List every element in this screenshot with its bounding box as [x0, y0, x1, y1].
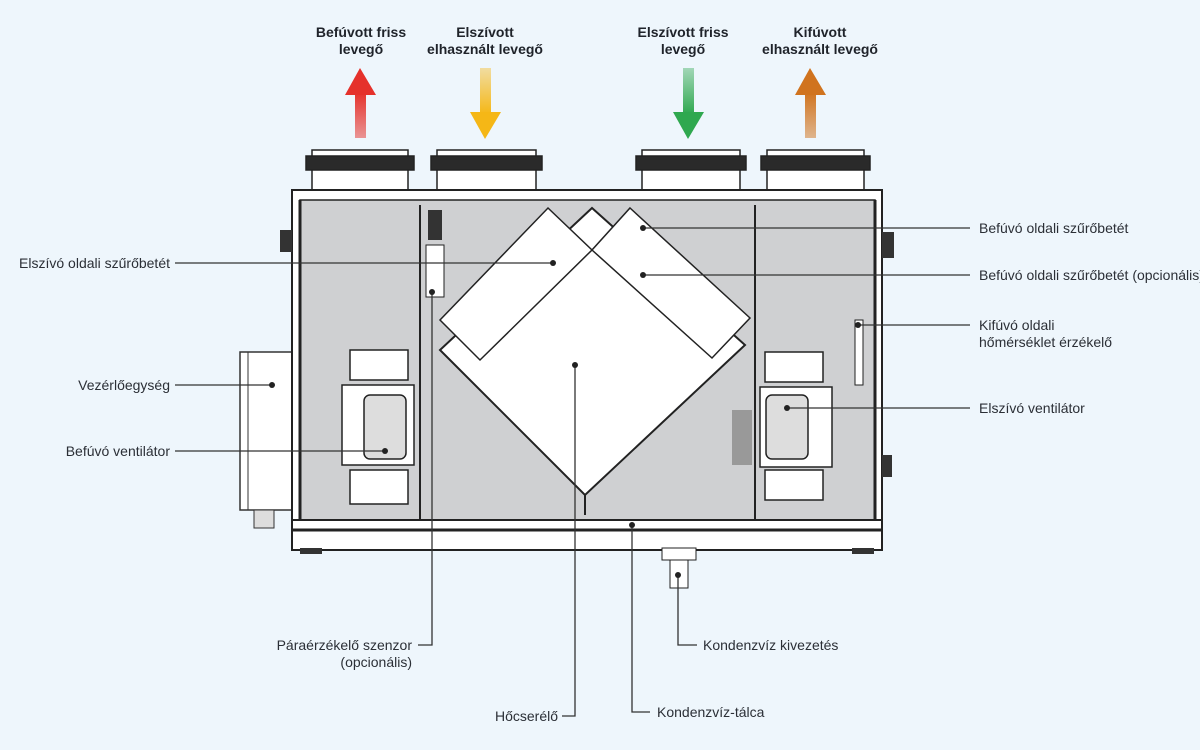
label-humidity-sensor: Páraérzékelő szenzor(opcionális) [277, 637, 412, 671]
exhaust-fan [759, 351, 833, 501]
label-exhaust-fan: Elszívó ventilátor [979, 400, 1085, 416]
label-line: Kifúvó oldali [979, 317, 1055, 333]
arrow-extract-down-icon [470, 68, 501, 139]
label-supply-fan: Befúvó ventilátor [65, 443, 170, 459]
label-line: Befúvott friss [315, 24, 407, 40]
label-line: elhasznált levegő [427, 41, 543, 57]
label-line: elhasznált levegő [762, 41, 878, 57]
arrow-exhaust-up-icon [795, 68, 826, 138]
label-line: Elszívott [456, 24, 514, 40]
label-right-filter: Befúvó oldali szűrőbetét [979, 220, 1129, 236]
label-control-unit: Vezérlőegység [78, 377, 170, 393]
condensate-drain [661, 547, 697, 589]
arrow-fresh-down-icon [673, 68, 704, 139]
label-condensate-drain: Kondenzvíz kivezetés [703, 637, 839, 653]
label-line: (opcionális) [340, 654, 412, 670]
label-line: levegő [660, 41, 706, 57]
label-line: levegő [338, 41, 384, 57]
label-left-filter: Elszívó oldali szűrőbetét [19, 255, 170, 271]
arrow-supply-up-icon [345, 68, 376, 138]
label-heat-exchanger: Hőcserélő [494, 708, 558, 724]
label-line: Páraérzékelő szenzor [276, 637, 412, 653]
label-line: Kifúvott [793, 24, 847, 40]
label-line: hőmérséklet érzékelő [979, 334, 1113, 350]
label-condensate-tray: Kondenzvíz-tálca [657, 704, 765, 720]
label-right-filter-optional: Befúvó oldali szűrőbetét (opcionális) [979, 267, 1200, 283]
duct-connectors [305, 149, 871, 191]
supply-fan [341, 349, 415, 505]
label-line: Elszívott friss [637, 24, 729, 40]
